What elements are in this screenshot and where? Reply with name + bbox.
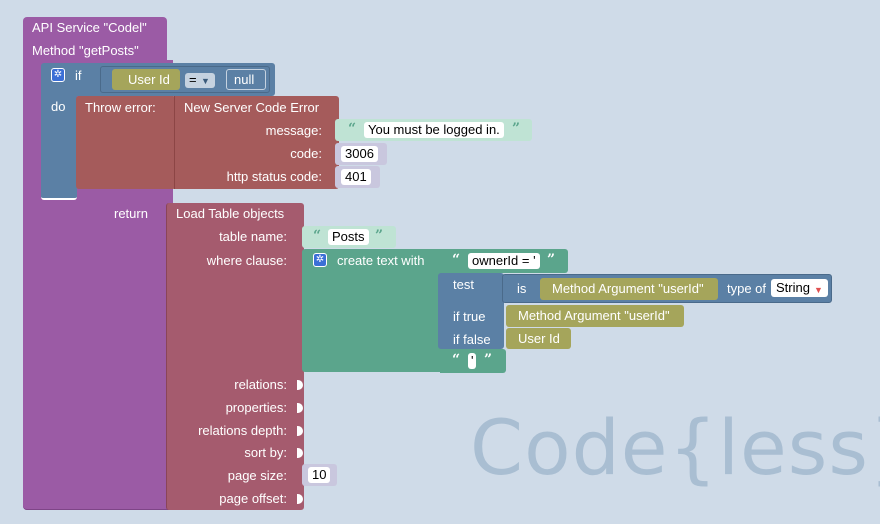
properties-label: properties: <box>225 400 287 415</box>
if-false-user-id-block[interactable] <box>506 328 571 349</box>
type-dropdown-arrow-icon: ▼ <box>814 285 823 295</box>
server-error-block[interactable] <box>174 96 339 189</box>
code-value[interactable]: 3006 <box>341 146 378 162</box>
properties-input-slot[interactable] <box>297 403 303 413</box>
type-value: String <box>776 280 810 295</box>
page-size-value[interactable]: 10 <box>308 467 331 483</box>
http-status-value[interactable]: 401 <box>341 169 371 185</box>
first-text-value[interactable]: ownerId = ' <box>468 253 540 269</box>
codeless-watermark-logo: Code{less} <box>470 403 880 492</box>
first-text-close-quote-icon: ” <box>547 252 556 268</box>
user-id-label: User Id <box>128 72 170 87</box>
page-offset-input-slot[interactable] <box>297 494 303 504</box>
relations-input-slot[interactable] <box>297 380 303 390</box>
relations-depth-input-slot[interactable] <box>297 426 303 436</box>
if-true-label: if true <box>453 309 486 324</box>
ternary-block[interactable] <box>438 273 504 349</box>
throw-error-block[interactable] <box>76 96 176 189</box>
sort-by-label: sort by: <box>244 445 287 460</box>
if-false-label: if false <box>453 332 491 347</box>
throw-error-label: Throw error: <box>85 100 156 115</box>
table-name-close-quote-icon: ” <box>375 228 384 244</box>
code-label: code: <box>290 146 322 161</box>
test-label: test <box>453 277 474 292</box>
last-text-value[interactable]: ' <box>468 353 477 369</box>
sort-by-input-slot[interactable] <box>297 448 303 458</box>
type-dropdown[interactable] <box>771 279 828 297</box>
last-text-close-quote-icon: ” <box>484 352 493 368</box>
message-close-quote-icon: ” <box>512 121 521 137</box>
method-arg-label: Method Argument "userId" <box>552 281 704 296</box>
if-settings-gear-icon[interactable]: ✲ <box>51 68 65 82</box>
if-true-value: Method Argument "userId" <box>518 308 670 323</box>
null-label: null <box>234 72 255 87</box>
user-id-variable[interactable] <box>112 69 180 90</box>
is-label: is <box>517 281 527 296</box>
service-title: API Service "Codel" <box>32 20 147 35</box>
create-text-settings-gear-icon[interactable]: ✲ <box>313 253 327 267</box>
return-label: return <box>114 206 148 221</box>
if-label: if <box>75 68 82 83</box>
type-of-label: type of <box>727 281 767 296</box>
page-size-label: page size: <box>227 468 287 483</box>
method-arg-block[interactable] <box>540 278 718 300</box>
if-true-method-arg-block[interactable] <box>506 305 684 327</box>
last-text-open-quote-icon: “ <box>452 352 461 368</box>
do-label: do <box>51 99 66 114</box>
message-label: message: <box>265 123 322 138</box>
if-false-value: User Id <box>518 331 560 346</box>
create-text-block[interactable] <box>302 249 444 372</box>
relations-label: relations: <box>234 377 287 392</box>
if-block-do-area <box>41 94 77 200</box>
operator-dropdown[interactable] <box>185 73 215 88</box>
operator-dropdown-arrow-icon: ▼ <box>201 76 210 86</box>
operator-value: = <box>189 72 197 87</box>
message-value[interactable]: You must be logged in. <box>364 122 504 138</box>
http-status-label: http status code: <box>226 169 322 184</box>
where-clause-label: where clause: <box>206 253 287 268</box>
table-name-open-quote-icon: “ <box>313 228 322 244</box>
page-offset-label: page offset: <box>219 491 287 506</box>
load-table-label: Load Table objects <box>176 206 285 221</box>
null-block[interactable] <box>226 69 266 90</box>
create-text-label: create text with <box>337 253 425 268</box>
message-open-quote-icon: “ <box>348 121 357 137</box>
service-method: Method "getPosts" <box>32 43 139 58</box>
table-name-label: table name: <box>219 229 287 244</box>
first-text-open-quote-icon: “ <box>452 252 461 268</box>
table-name-value[interactable]: Posts <box>328 229 369 245</box>
load-table-block[interactable] <box>166 203 304 510</box>
server-error-type: New Server Code Error <box>184 100 320 115</box>
relations-depth-label: relations depth: <box>198 423 287 438</box>
